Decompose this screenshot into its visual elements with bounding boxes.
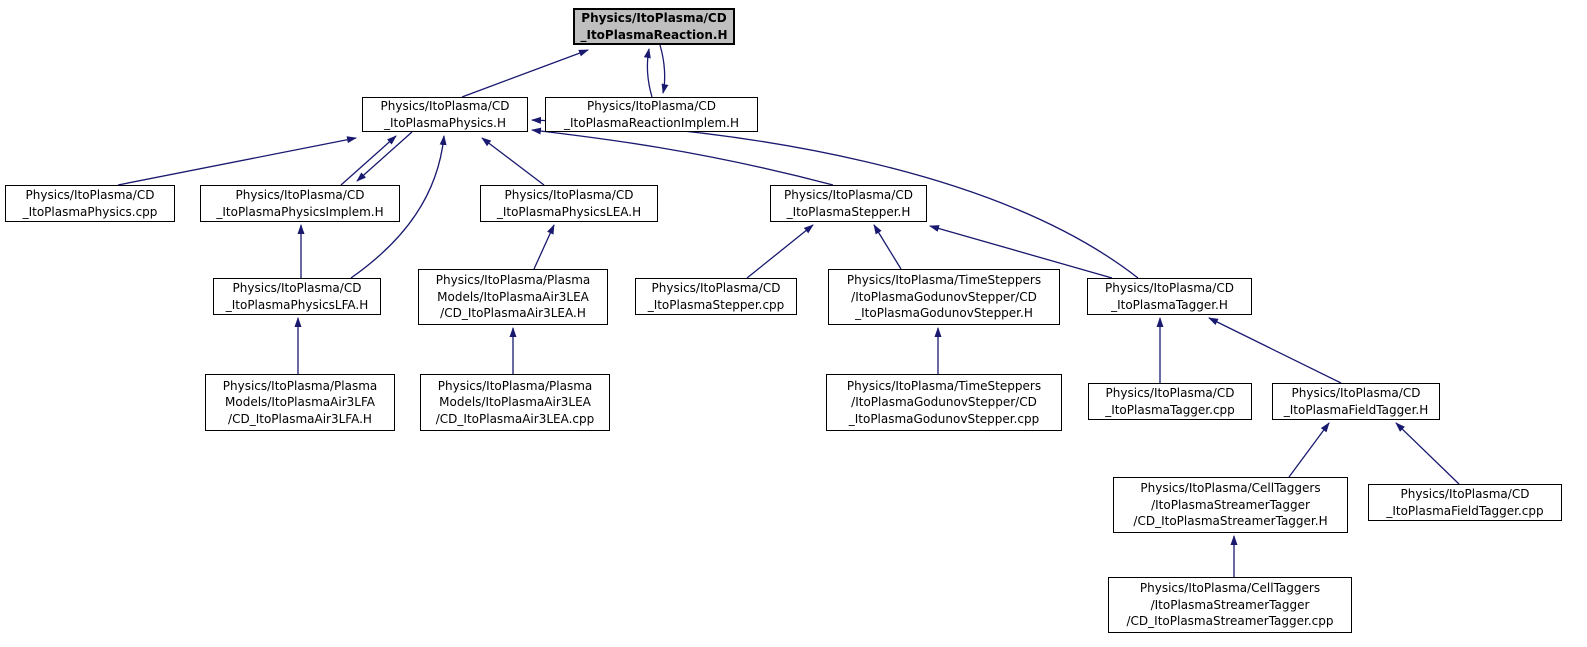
node-streamertagger_cpp[interactable]: Physics/ItoPlasma/CellTaggers /ItoPlasma…: [1108, 577, 1352, 633]
edge-fieldtagger_h-to-tagger_h: [1208, 317, 1342, 384]
edge-stepper_h-to-physics_h: [531, 127, 834, 186]
edge-air3lea_h-to-physicslea_h: [533, 224, 555, 270]
edge-physicsimplem_h-to-physics_h: [340, 135, 397, 186]
edge-stepper_cpp-to-stepper_h: [746, 224, 814, 279]
edge-reactionimplem_h-to-reaction_h: [643, 48, 653, 98]
node-reaction_h[interactable]: Physics/ItoPlasma/CD _ItoPlasmaReaction.…: [573, 8, 735, 45]
node-physics_cpp[interactable]: Physics/ItoPlasma/CD _ItoPlasmaPhysics.c…: [5, 185, 175, 222]
node-air3lea_h[interactable]: Physics/ItoPlasma/Plasma Models/ItoPlasm…: [418, 269, 608, 325]
edge-streamertagger_h-to-fieldtagger_h: [1288, 422, 1330, 478]
node-physicsimplem_h[interactable]: Physics/ItoPlasma/CD _ItoPlasmaPhysicsIm…: [200, 185, 400, 222]
node-air3lfa_h[interactable]: Physics/ItoPlasma/Plasma Models/ItoPlasm…: [205, 374, 395, 431]
edge-physicslfa_h-to-physics_h: [350, 135, 447, 279]
node-physicslfa_h[interactable]: Physics/ItoPlasma/CD _ItoPlasmaPhysicsLF…: [213, 278, 381, 315]
node-stepper_h[interactable]: Physics/ItoPlasma/CD _ItoPlasmaStepper.H: [770, 185, 927, 222]
node-tagger_cpp[interactable]: Physics/ItoPlasma/CD _ItoPlasmaTagger.cp…: [1088, 383, 1252, 420]
node-streamertagger_h[interactable]: Physics/ItoPlasma/CellTaggers /ItoPlasma…: [1113, 477, 1348, 533]
node-air3lea_cpp[interactable]: Physics/ItoPlasma/Plasma Models/ItoPlasm…: [420, 374, 610, 431]
edge-physics_h-to-physicsimplem_h: [356, 131, 413, 182]
edge-physics_h-to-reaction_h: [461, 49, 589, 98]
node-stepper_cpp[interactable]: Physics/ItoPlasma/CD _ItoPlasmaStepper.c…: [635, 278, 797, 315]
node-tagger_h[interactable]: Physics/ItoPlasma/CD _ItoPlasmaTagger.H: [1087, 278, 1252, 315]
edge-fieldtagger_cpp-to-fieldtagger_h: [1395, 422, 1460, 485]
node-physicslea_h[interactable]: Physics/ItoPlasma/CD _ItoPlasmaPhysicsLE…: [480, 185, 658, 222]
edge-godunovstepper_h-to-stepper_h: [873, 224, 902, 270]
edge-reaction_h-to-reactionimplem_h: [659, 44, 669, 94]
node-fieldtagger_h[interactable]: Physics/ItoPlasma/CD _ItoPlasmaFieldTagg…: [1272, 383, 1440, 420]
node-fieldtagger_cpp[interactable]: Physics/ItoPlasma/CD _ItoPlasmaFieldTagg…: [1368, 484, 1562, 521]
node-reactionimplem_h[interactable]: Physics/ItoPlasma/CD _ItoPlasmaReactionI…: [545, 97, 758, 132]
edge-tagger_h-to-stepper_h: [929, 225, 1113, 279]
node-godunovstepper_cpp[interactable]: Physics/ItoPlasma/TimeSteppers /ItoPlasm…: [826, 374, 1062, 431]
edge-physicslea_h-to-physics_h: [481, 137, 545, 186]
edge-physics_cpp-to-physics_h: [117, 136, 357, 186]
node-physics_h[interactable]: Physics/ItoPlasma/CD _ItoPlasmaPhysics.H: [362, 97, 528, 132]
node-godunovstepper_h[interactable]: Physics/ItoPlasma/TimeSteppers /ItoPlasm…: [828, 269, 1060, 325]
